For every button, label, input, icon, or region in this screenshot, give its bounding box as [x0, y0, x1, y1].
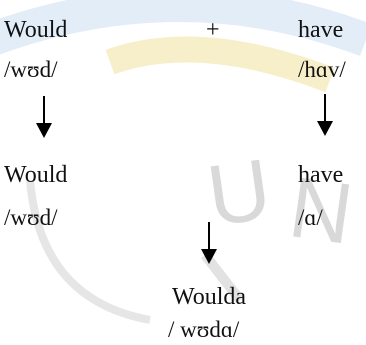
right-down-arrow-icon [317, 94, 333, 136]
center-down-arrow-icon [201, 222, 217, 264]
result-word: Woulda [172, 284, 247, 310]
right-word-reduced: have [298, 162, 344, 188]
right-word: have [298, 17, 344, 43]
right-ipa-reduced: /ɑ/ [298, 205, 323, 230]
result-ipa: / wʊdɑ/ [168, 317, 240, 342]
left-down-arrow-icon [36, 96, 52, 138]
watermark-arc-gray [26, 179, 151, 324]
watermark-arc-yellow [105, 36, 335, 93]
left-word: Would [4, 17, 68, 43]
plus-sign: + [206, 17, 220, 43]
right-ipa: /hɑv/ [298, 57, 346, 82]
left-word-reduced: Would [4, 162, 68, 188]
left-ipa-reduced: /wʊd/ [4, 205, 58, 230]
left-ipa: /wʊd/ [4, 57, 58, 82]
